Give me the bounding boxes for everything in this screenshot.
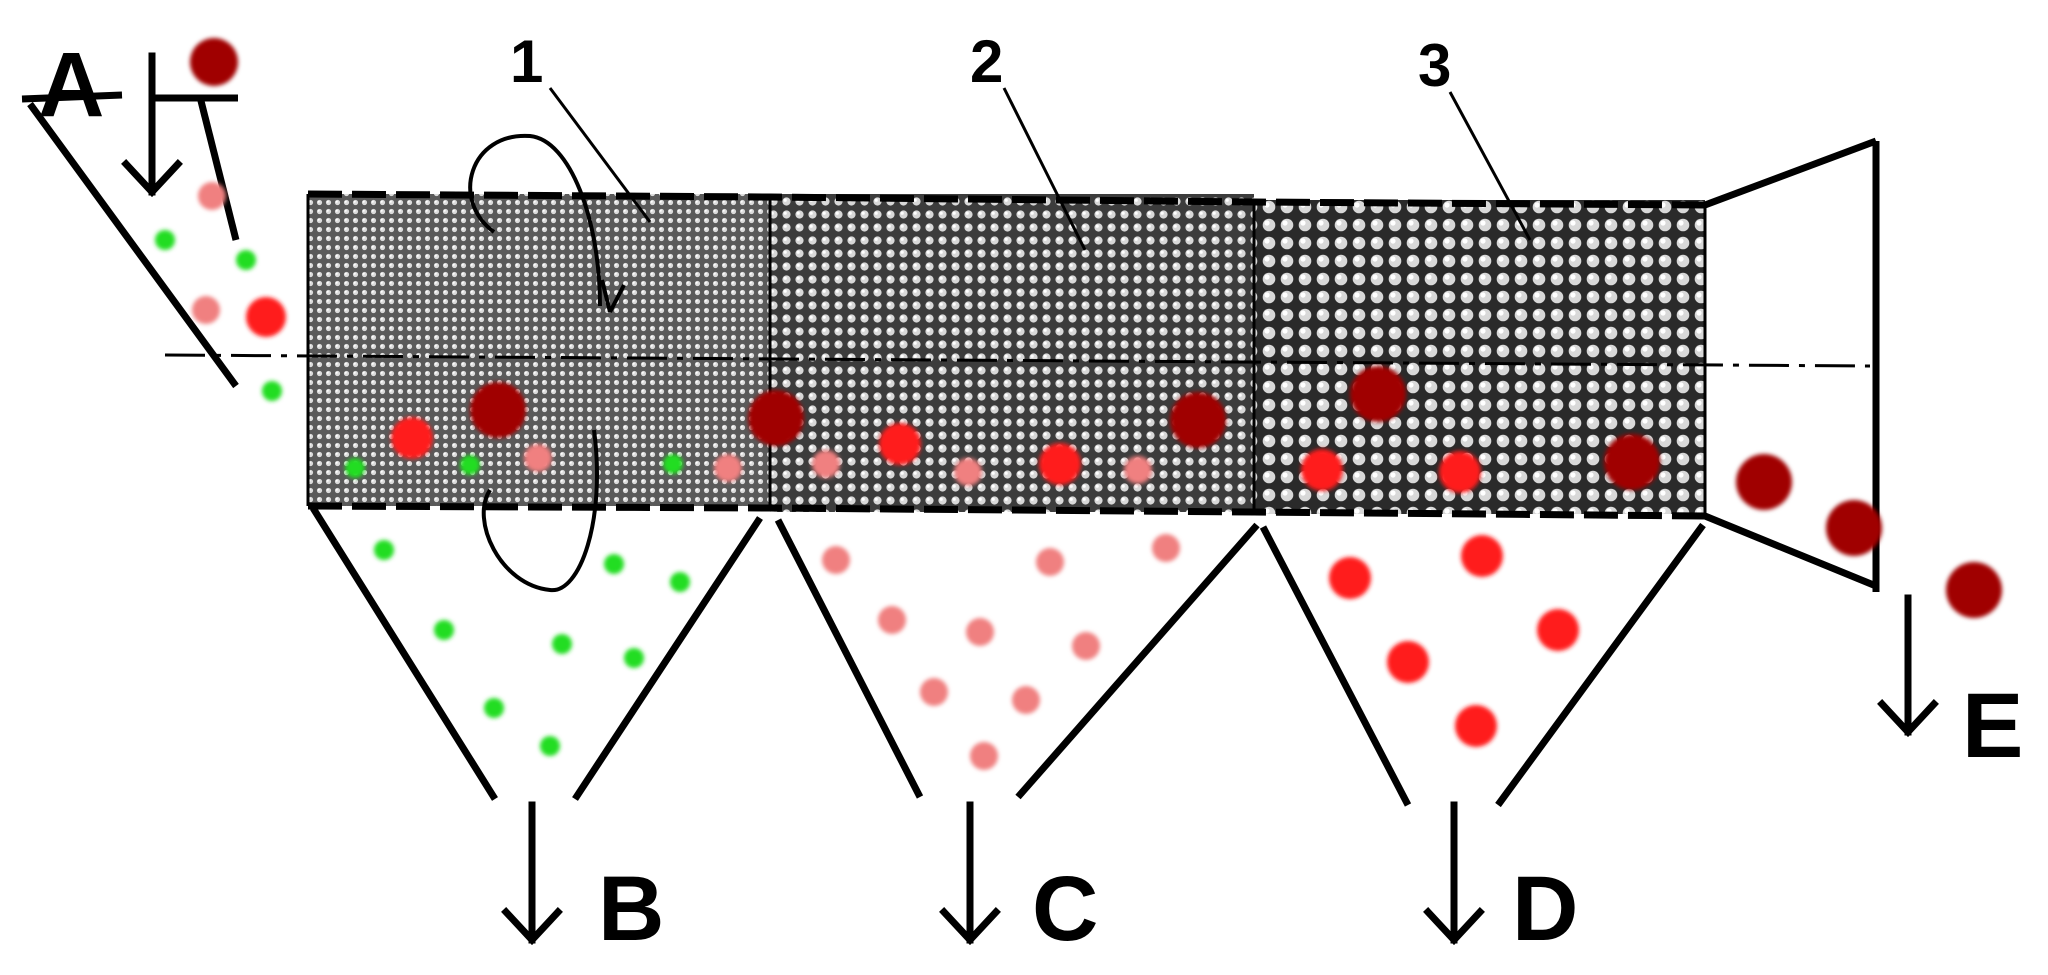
screen-section-2 (770, 194, 1254, 512)
drum-outline (307, 190, 1706, 520)
drum-axis-line (164, 353, 1871, 368)
section-dividers (306, 194, 1707, 516)
flow-arrows (121, 52, 1939, 946)
inlet-particles (155, 38, 286, 401)
label-section-2: 2 (970, 28, 1003, 95)
down-arrow-icon (1877, 594, 1939, 738)
down-arrow-icon (939, 801, 1001, 946)
rotation-arrow-icon (468, 133, 626, 593)
down-arrow-icon (121, 52, 183, 198)
inlet-hopper (21, 91, 240, 389)
fraction-c-particles (822, 534, 1180, 770)
fraction-d-particles (1329, 535, 1579, 747)
leader-lines (548, 87, 1532, 251)
collection-hoppers (310, 506, 1706, 808)
label-outlet-b: B (598, 858, 664, 960)
down-arrow-icon (1423, 801, 1485, 946)
fraction-b-particles (374, 540, 690, 756)
label-outlet-d: D (1512, 858, 1578, 960)
label-outlet-e: E (1962, 675, 2023, 777)
label-section-1: 1 (510, 28, 543, 95)
label-inlet: A (38, 34, 104, 136)
label-outlet-c: C (1032, 858, 1098, 960)
drum-particles (345, 366, 1660, 493)
label-section-3: 3 (1418, 32, 1451, 99)
fraction-e-particles (1736, 454, 2002, 618)
down-arrow-icon (501, 801, 563, 946)
